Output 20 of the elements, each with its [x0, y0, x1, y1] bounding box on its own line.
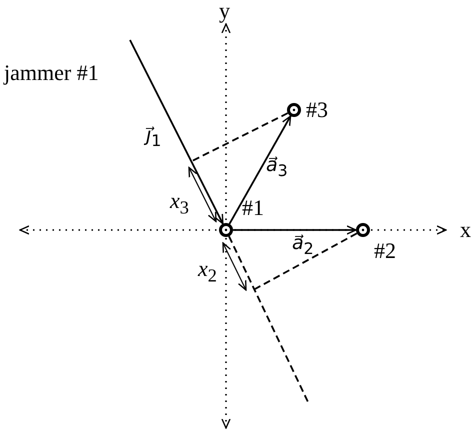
point-label: #3	[306, 99, 328, 121]
axis-label: x	[460, 219, 471, 241]
edge-label: a⃗$_{2}$	[292, 232, 314, 257]
dashed-line	[254, 232, 358, 290]
point-marker	[219, 223, 233, 237]
line-label: jammer #1	[4, 62, 99, 84]
edge-label: a⃗$_{3}$	[266, 154, 288, 179]
arrow	[233, 225, 357, 235]
dashed-line	[228, 236, 309, 402]
arrow	[129, 40, 224, 224]
point-marker	[287, 103, 301, 117]
arrow	[228, 115, 292, 224]
dashed-line	[192, 112, 288, 162]
point-marker	[356, 223, 370, 237]
distance-label: x$_{2}$	[198, 258, 217, 285]
point-label: #2	[374, 240, 396, 262]
distance-label: x$_{3}$	[170, 190, 189, 217]
axis-label: y	[219, 0, 230, 22]
point-label: #1	[242, 197, 264, 219]
edge-label: j⃗$_{1}$	[146, 124, 162, 149]
